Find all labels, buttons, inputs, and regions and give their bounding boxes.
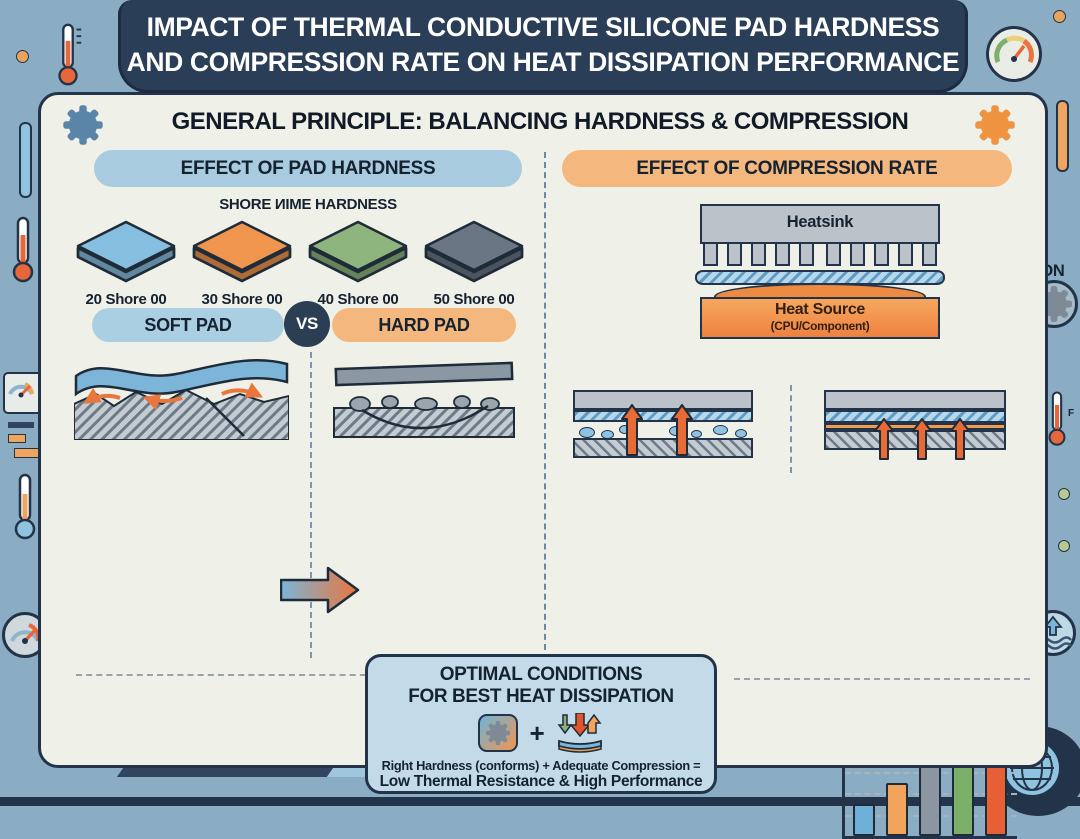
thermometer-f-label: F bbox=[1068, 408, 1074, 419]
pad-label: 30 Shore 00 bbox=[201, 291, 283, 308]
gear-icon bbox=[972, 102, 1018, 153]
heatsink-block: Heatsink bbox=[700, 204, 940, 244]
pad-hardness-row: 20 Shore 00 30 Shore 00 40 Shore 00 50 S… bbox=[68, 216, 532, 308]
heat-up-arrow-icon bbox=[621, 404, 643, 456]
optimal-icons-row: + bbox=[368, 713, 714, 753]
heat-source-block: Heat Source (CPU/Component) bbox=[700, 297, 940, 339]
air-gap-zone bbox=[573, 422, 753, 439]
gauge-icon bbox=[986, 26, 1042, 82]
pad-sample: 20 Shore 00 bbox=[68, 216, 184, 308]
high-compression-diagram bbox=[824, 390, 1006, 460]
left-bullets-divider bbox=[76, 674, 376, 676]
pad-20-shore bbox=[76, 220, 176, 283]
decor-bar bbox=[8, 434, 26, 443]
heat-source-label: Heat Source bbox=[774, 301, 866, 318]
principle-header: GENERAL PRINCIPLE: BALANCING HARDNESS & … bbox=[171, 108, 909, 135]
soft-pad-illustration bbox=[74, 358, 289, 440]
title-line-1: IMPACT OF THERMAL CONDUCTIVE SILICONE PA… bbox=[146, 12, 940, 43]
heat-up-arrow-icon bbox=[912, 418, 932, 460]
hard-pad-illustration bbox=[333, 361, 515, 438]
plus-sign: + bbox=[529, 717, 545, 748]
heatsink-label: Heatsink bbox=[786, 213, 854, 231]
left-column-header: EFFECT OF PAD HARDNESS bbox=[94, 150, 522, 187]
pad-label: 20 Shore 00 bbox=[85, 291, 167, 308]
subdiagram-divider bbox=[790, 385, 792, 473]
pad-40-shore bbox=[308, 220, 408, 283]
title-banner: IMPACT OF THERMAL CONDUCTIVE SILICONE PA… bbox=[118, 0, 968, 93]
heatsink-fins bbox=[703, 243, 937, 266]
pad-label: 50 Shore 00 bbox=[433, 291, 515, 308]
decor-dot bbox=[1058, 488, 1070, 500]
title-line-2: AND COMPRESSION RATE ON HEAT DISSIPATION… bbox=[126, 47, 960, 77]
heat-up-arrow-icon bbox=[874, 418, 894, 460]
right-column-header: EFFECT OF COMPRESSION RATE bbox=[562, 150, 1012, 187]
footer-accent-dark bbox=[116, 768, 334, 777]
pad-sample: 30 Shore 00 bbox=[184, 216, 300, 308]
heat-up-arrow-icon bbox=[671, 404, 693, 456]
bar-10%-1 bbox=[886, 782, 908, 836]
decor-bar bbox=[8, 422, 34, 428]
footer-band bbox=[0, 797, 1080, 806]
optimal-formula-line2: Low Thermal Resistance & High Performanc… bbox=[379, 773, 703, 790]
bar-20%-2 bbox=[919, 766, 941, 836]
optimal-formula-line1: Right Hardness (conforms) + Adequate Com… bbox=[381, 758, 701, 773]
optimal-conditions-box: OPTIMAL CONDITIONS FOR BEST HEAT DISSIPA… bbox=[365, 654, 717, 794]
corner-dot-left bbox=[16, 50, 29, 63]
pad-50-shore bbox=[424, 220, 524, 283]
low-compression-diagram bbox=[573, 390, 753, 460]
heat-source-sublabel: (CPU/Component) bbox=[770, 319, 870, 333]
heat-up-arrow-icon bbox=[950, 418, 970, 460]
soft-hard-divider bbox=[310, 352, 312, 658]
soft-pad-header: SOFT PAD bbox=[92, 308, 284, 342]
heatsink-layer bbox=[573, 390, 753, 410]
tube-icon bbox=[19, 122, 32, 198]
tube-icon bbox=[1056, 100, 1069, 172]
thermometer-icon bbox=[1048, 391, 1066, 446]
decor-bar bbox=[14, 448, 40, 458]
thermometer-icon bbox=[12, 216, 34, 283]
optimal-title-line1: OPTIMAL CONDITIONS bbox=[439, 664, 643, 685]
bar-10%-0 bbox=[853, 803, 875, 836]
column-divider bbox=[544, 152, 546, 660]
heatsink-layer bbox=[824, 390, 1006, 410]
gear-icon bbox=[477, 714, 518, 752]
vs-badge: VS bbox=[284, 301, 330, 347]
decor-dot bbox=[1058, 540, 1070, 552]
pad-30-shore bbox=[192, 220, 292, 283]
pad-sample: 40 Shore 00 bbox=[300, 216, 416, 308]
gear-icon bbox=[60, 102, 106, 153]
hard-pad-header: HARD PAD bbox=[332, 308, 516, 342]
pad-sample: 50 Shore 00 bbox=[416, 216, 532, 308]
thermometer-icon bbox=[58, 23, 82, 86]
gradient-right-arrow-icon bbox=[280, 566, 360, 614]
infographic-root: { "title": { "line1": "IMPACT OF THERMAL… bbox=[0, 0, 1080, 806]
ground-layer bbox=[573, 438, 753, 458]
corner-dot-right bbox=[1053, 10, 1066, 23]
optimal-title-line2: FOR BEST HEAT DISSIPATION bbox=[408, 686, 674, 707]
shore-hardness-title: SHORE ИIME HARDNESS bbox=[219, 196, 397, 213]
right-bullets-divider bbox=[734, 678, 1030, 680]
pad-layer bbox=[573, 410, 753, 422]
pad-label: 40 Shore 00 bbox=[317, 291, 399, 308]
compression-icon bbox=[557, 713, 603, 753]
thermometer-icon bbox=[14, 473, 36, 540]
